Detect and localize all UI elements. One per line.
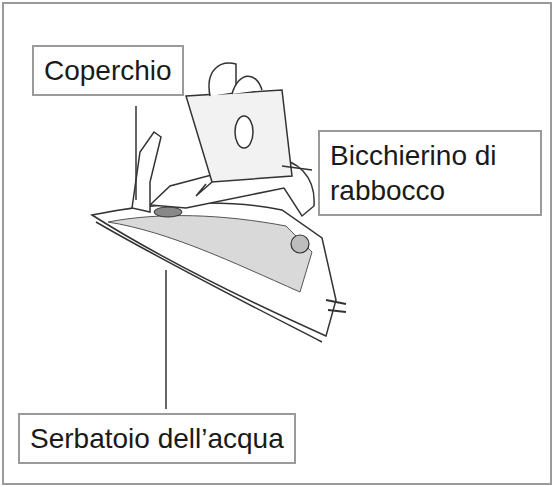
soleplate (96, 222, 322, 342)
water-tank (108, 216, 312, 292)
filler-opening (154, 207, 182, 217)
measuring-cup (186, 90, 292, 182)
iron-body (92, 203, 336, 336)
cup-spout (196, 182, 212, 196)
leader-line (282, 166, 312, 170)
thumb (235, 116, 253, 148)
hand-fingers (209, 63, 236, 96)
leader-line (165, 270, 167, 409)
cord (326, 300, 346, 312)
part-label: Coperchio (44, 53, 172, 88)
leader-line (135, 106, 137, 200)
part-label: Serbatoio dell’acqua (30, 421, 284, 456)
part-label: Bicchierino di rabbocco (330, 138, 530, 208)
label-box: Bicchierino di rabbocco (318, 130, 542, 216)
label-box: Coperchio (32, 45, 184, 96)
hand-fingers (232, 76, 262, 94)
frame (3, 3, 551, 484)
label-box: Serbatoio dell’acqua (18, 413, 296, 464)
dial (291, 235, 309, 253)
